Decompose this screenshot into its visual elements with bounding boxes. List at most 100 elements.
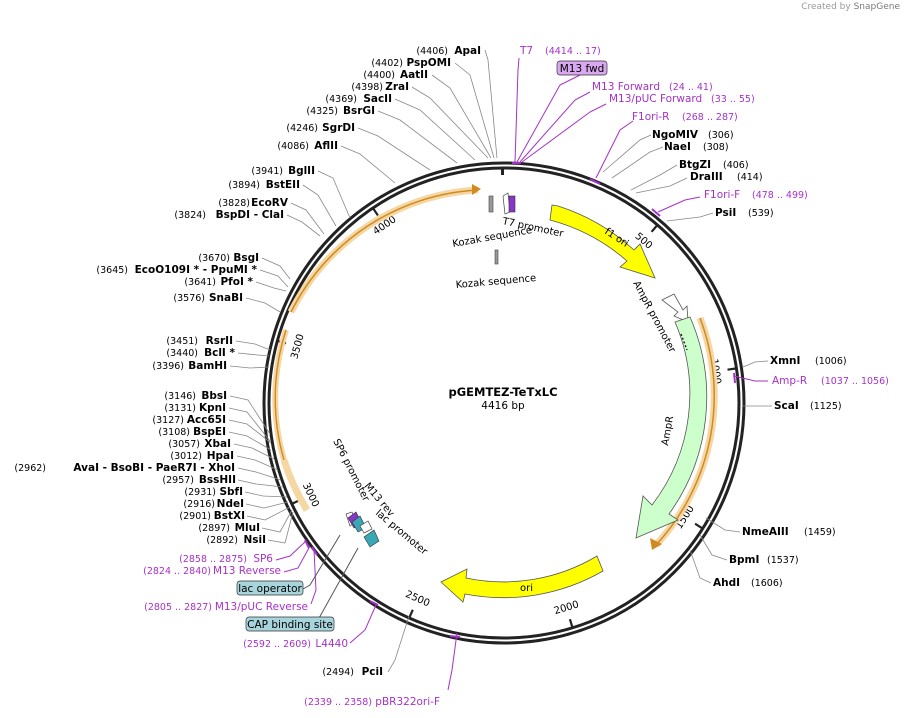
enzyme-bsgi-pos: (3670)	[198, 253, 230, 264]
primer-l4440-pos: (2592 .. 2609)	[243, 639, 311, 650]
enzyme-aflii: AflII	[314, 140, 338, 152]
enzyme-xbai-pos: (3057)	[168, 439, 200, 450]
primer-m13-puc-reverse-pos: (2805 .. 2827)	[144, 602, 212, 613]
enzyme-bbsi-pos: (3146)	[164, 391, 196, 402]
tick-mark	[727, 367, 737, 371]
orf-arrowhead-right	[650, 538, 662, 550]
enzyme-apai-pos: (4406)	[416, 46, 448, 57]
primer-m13-forward-pos: (24 .. 41)	[669, 82, 713, 93]
orf-arc-top-left-core	[290, 189, 479, 313]
primer-m13-puc-forward: M13/pUC Forward	[609, 93, 702, 105]
primer-m13-reverse-pos: (2824 .. 2840)	[143, 566, 211, 577]
enzyme-bcli-pos: (3440)	[166, 348, 198, 359]
plasmid-length: 4416 bp	[481, 400, 525, 412]
ampr-marker	[680, 333, 688, 351]
tick-label: 2000	[553, 599, 581, 617]
enzyme-zrai: ZraI	[385, 81, 409, 93]
enzyme-bbsi: BbsI	[201, 390, 227, 402]
primer-t7-pos: (4414 .. 17)	[545, 46, 601, 57]
kozak-marker-1	[488, 195, 494, 213]
enzyme-pcii: PciI	[362, 666, 383, 678]
primer-pbr322ori-f: pBR322ori-F	[375, 696, 440, 708]
enzyme-bstxi-pos: (2901)	[179, 511, 211, 522]
primer-amp-r: Amp-R	[772, 375, 807, 387]
kozak-label-2: Kozak sequence	[455, 273, 536, 291]
enzyme-avai-group: AvaI - BsoBI - PaeR7I - XhoI	[73, 462, 235, 474]
enzyme-naei: NaeI	[664, 141, 691, 153]
primer-m13-puc-forward-pos: (33 .. 55)	[711, 94, 755, 105]
enzyme-pspomi-pos: (4402)	[371, 58, 403, 69]
enzyme-scai-pos: (1125)	[810, 401, 842, 412]
enzyme-acc65i-pos: (3127)	[152, 415, 184, 426]
enzyme-bsteii: BstEII	[266, 179, 300, 191]
enzyme-apai: ApaI	[454, 45, 481, 57]
enzyme-bamhi-pos: (3396)	[152, 361, 184, 372]
leader-lines	[228, 49, 772, 673]
kozak-marker-2	[494, 249, 499, 265]
primer-pbr322ori-f-pos: (2339 .. 2358)	[304, 697, 372, 708]
enzyme-snabi: SnaBI	[209, 292, 243, 304]
left-enzyme-labels: ApaI (4406) PspOMI (4402) AatII (4400) Z…	[14, 45, 481, 678]
primer-sp6: SP6	[253, 553, 273, 565]
enzyme-avai-group-pos: (2962)	[14, 463, 46, 474]
tick-mark	[408, 609, 414, 619]
enzyme-bspdi-clai: BspDI - ClaI	[216, 209, 284, 221]
enzyme-psii-pos: (539)	[748, 208, 774, 219]
enzyme-draiii: DraIII	[690, 171, 723, 183]
cap-site-label: CAP binding site	[247, 619, 333, 631]
plasmid-name: pGEMTEZ-TeTxLC	[448, 385, 557, 399]
credit-prefix: Created by	[801, 2, 851, 12]
sp6-promoter-label: SP6 promoter	[330, 437, 371, 504]
primer-amp-r-pos: (1037 .. 1056)	[821, 376, 889, 387]
enzyme-psii: PsiI	[715, 207, 736, 219]
enzyme-sacii: SacII	[363, 93, 392, 105]
enzyme-zrai-pos: (4398)	[351, 82, 383, 93]
enzyme-bsshii: BssHII	[199, 474, 236, 486]
enzyme-pspomi: PspOMI	[406, 57, 451, 69]
enzyme-bstxi: BstXI	[214, 510, 245, 522]
primer-t7: T7	[519, 45, 533, 57]
enzyme-draiii-pos: (414)	[737, 172, 763, 183]
primer-f1ori-f-pos: (478 .. 499)	[752, 190, 808, 201]
enzyme-btgzi: BtgZI	[679, 159, 711, 171]
enzyme-bpmi-pos: (1537)	[767, 555, 799, 566]
m13-fwd-feature	[508, 195, 516, 213]
enzyme-aatii-pos: (4400)	[363, 70, 395, 81]
enzyme-rsrii: RsrII	[206, 335, 233, 347]
enzyme-ecorv: EcoRV	[251, 197, 289, 209]
enzyme-kpni-pos: (3131)	[164, 403, 196, 414]
enzyme-ahdi-pos: (1606)	[751, 578, 783, 589]
primer-labels: T7 (4414 .. 17) M13 fwd M13 Forward (24 …	[143, 45, 889, 708]
enzyme-naei-pos: (308)	[703, 142, 729, 153]
enzyme-sgrdi: SgrDI	[322, 122, 355, 134]
cap-site-feature	[363, 529, 380, 548]
enzyme-ndei: NdeI	[217, 498, 244, 510]
enzyme-bglii: BglII	[288, 165, 315, 177]
enzyme-snabi-pos: (3576)	[173, 293, 205, 304]
enzyme-hpai-pos: (3012)	[170, 451, 202, 462]
enzyme-kpni: KpnI	[199, 402, 226, 414]
orf-arc-left2-core	[274, 329, 287, 461]
ampr-promoter-feature	[661, 293, 689, 323]
enzyme-bglii-pos: (3941)	[251, 166, 283, 177]
enzyme-bamhi: BamHI	[188, 360, 227, 372]
ori-label: ori	[520, 583, 533, 594]
cap-site-badge	[245, 616, 335, 632]
enzyme-mlui: MluI	[235, 522, 260, 534]
f1-ori-feature	[549, 204, 656, 279]
enzyme-aatii: AatII	[400, 69, 428, 81]
ampr-promoter-label: AmpR promoter	[630, 279, 677, 355]
enzyme-bspei-pos: (3108)	[158, 427, 190, 438]
enzyme-bpmi: BpmI	[729, 554, 759, 566]
enzyme-bsshii-pos: (2957)	[162, 475, 194, 486]
enzyme-rsrii-pos: (3451)	[166, 336, 198, 347]
enzyme-ecoo109i-ppumi-pos: (3645)	[96, 265, 128, 276]
enzyme-bsteii-pos: (3894)	[228, 180, 260, 191]
ampr-feature	[635, 316, 708, 539]
lac-promoter-feature	[359, 520, 373, 534]
enzyme-pfoi: PfoI *	[220, 276, 253, 288]
primer-f1ori-f: F1ori-F	[704, 189, 740, 201]
ori-feature	[440, 555, 604, 603]
enzyme-nsii: NsiI	[243, 534, 266, 546]
enzyme-sacii-pos: (4369)	[325, 94, 357, 105]
